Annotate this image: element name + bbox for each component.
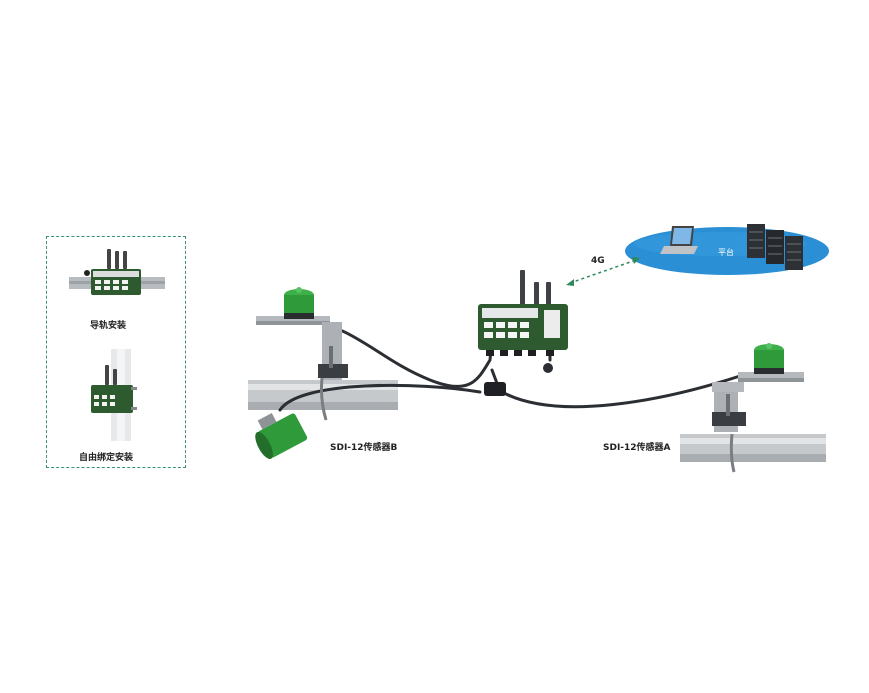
mounting-illustrations	[69, 249, 165, 441]
pipe-right	[680, 434, 826, 462]
mounting-options-panel	[46, 236, 186, 468]
strap-mount-illustration	[91, 349, 137, 441]
sensor-cables	[278, 316, 742, 412]
sensor-b-assembly	[256, 287, 348, 421]
rail-mount-illustration	[69, 249, 165, 295]
cable-splitter	[484, 382, 506, 396]
sensor-b-label: SDI-12传感器B	[330, 443, 398, 453]
sensor-a-label: SDI-12传感器A	[603, 443, 671, 453]
strap-mount-label: 自由绑定安装	[79, 453, 134, 463]
rail-mount-label: 导轨安装	[90, 321, 127, 331]
server-rack-icon	[747, 224, 803, 270]
data-logger-device	[478, 270, 568, 373]
platform-label: 平台	[718, 248, 734, 257]
laptop-icon	[660, 226, 698, 254]
4g-link-label: 4G	[591, 256, 605, 266]
4g-link-arrow	[566, 257, 640, 286]
sensor-a-assembly	[712, 343, 804, 473]
sensor-b-lower	[255, 413, 308, 459]
